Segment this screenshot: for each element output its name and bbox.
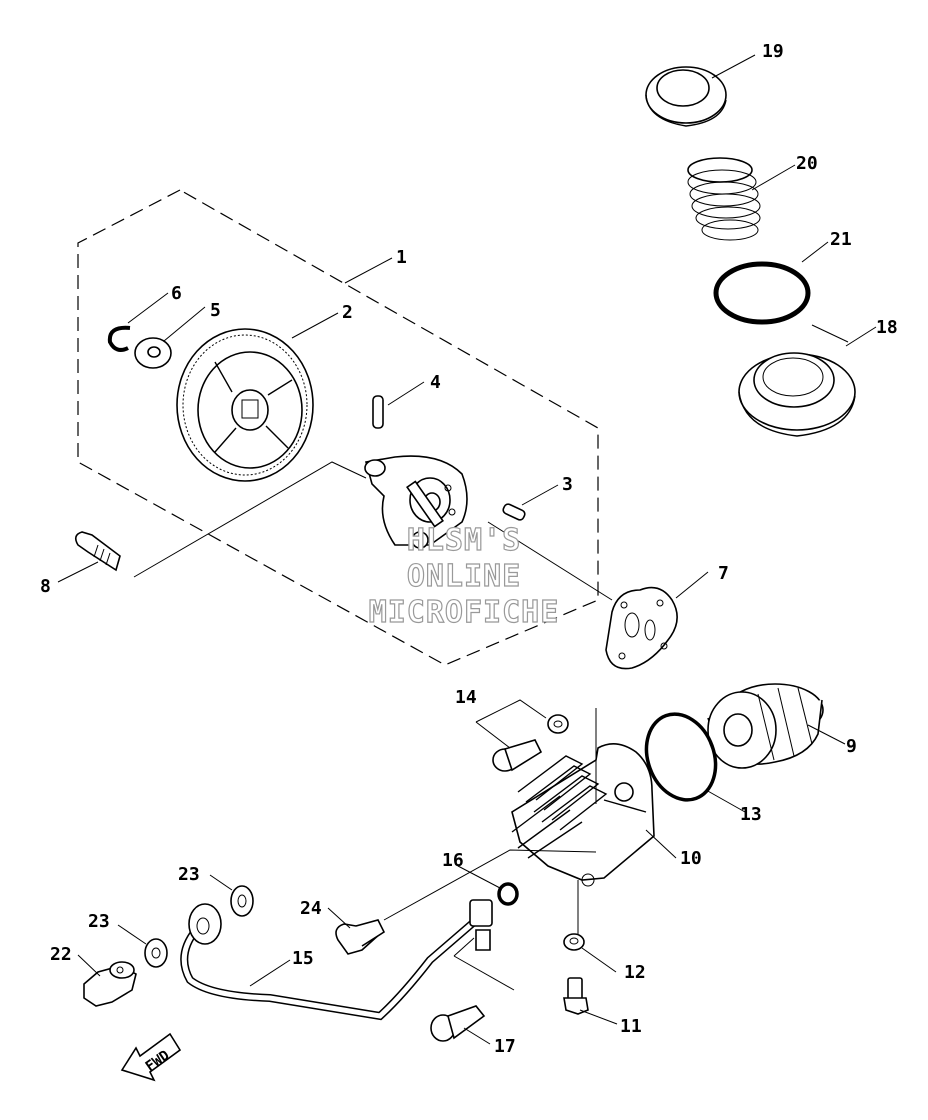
- part-18-plug: [738, 352, 856, 437]
- callout-20: 20: [796, 153, 818, 174]
- part-7-gasket: [605, 586, 678, 670]
- callout-22: 22: [50, 944, 72, 965]
- callout-labels: 1 2 3 4 5 6 7 8 9 10 11 12 13 14 15 16 1…: [40, 41, 898, 1057]
- part-12-washer: [563, 933, 585, 951]
- callout-12: 12: [624, 962, 646, 983]
- part-23-washer-a: [230, 885, 254, 917]
- callout-19: 19: [762, 41, 784, 62]
- part-13-o-ring: [644, 712, 718, 802]
- part-15-oil-pipe: [180, 899, 493, 1021]
- part-17-bolt: [430, 1005, 486, 1042]
- part-10-oil-cooler: [511, 743, 655, 887]
- watermark-line-1: HLSM'S: [407, 523, 521, 558]
- watermark-line-2: ONLINE: [407, 559, 521, 594]
- part-23-washer-b: [144, 938, 168, 968]
- part-19-cap: [645, 66, 727, 127]
- callout-18: 18: [876, 317, 898, 338]
- callout-13: 13: [740, 804, 762, 825]
- callout-3: 3: [562, 474, 573, 495]
- callout-15: 15: [292, 948, 314, 969]
- part-6-clip: [107, 325, 131, 352]
- assembly-boundary: [77, 189, 599, 666]
- part-5-washer: [134, 337, 172, 369]
- watermark-line-3: MICROFICHE: [369, 595, 560, 630]
- callout-4: 4: [430, 372, 441, 393]
- callout-16: 16: [442, 850, 464, 871]
- part-4-pin: [372, 395, 384, 429]
- part-2-gear: [176, 328, 314, 482]
- watermark: HLSM'S ONLINE MICROFICHE: [368, 522, 560, 630]
- callout-23b: 23: [88, 911, 110, 932]
- callout-24: 24: [300, 898, 322, 919]
- callout-7: 7: [718, 563, 729, 584]
- part-20-spring: [687, 157, 761, 241]
- callout-11: 11: [620, 1016, 642, 1037]
- fwd-arrow-icon: FWD: [120, 1032, 182, 1082]
- part-9-oil-filter: [707, 683, 824, 769]
- callout-5: 5: [210, 300, 221, 321]
- part-11-bolt: [563, 977, 589, 1015]
- part-3-dowel-pin: [502, 503, 526, 521]
- callout-9: 9: [846, 736, 857, 757]
- part-21-o-ring: [713, 261, 811, 325]
- callout-21: 21: [830, 229, 852, 250]
- callout-6: 6: [171, 283, 182, 304]
- callout-1: 1: [396, 247, 407, 268]
- oil-pump-body: [364, 455, 468, 549]
- callout-2: 2: [342, 302, 353, 323]
- part-8-bolt: [74, 531, 121, 572]
- callout-23a: 23: [178, 864, 200, 885]
- callout-10: 10: [680, 848, 702, 869]
- part-22-union-bolt: [83, 961, 137, 1007]
- callout-8: 8: [40, 576, 51, 597]
- part-14-bolt-washer: [492, 714, 569, 772]
- part-16-o-ring: [497, 882, 519, 906]
- leader-lines: [57, 54, 877, 1045]
- callout-17: 17: [494, 1036, 516, 1057]
- part-24-bolt: [335, 919, 386, 955]
- callout-14: 14: [455, 687, 477, 708]
